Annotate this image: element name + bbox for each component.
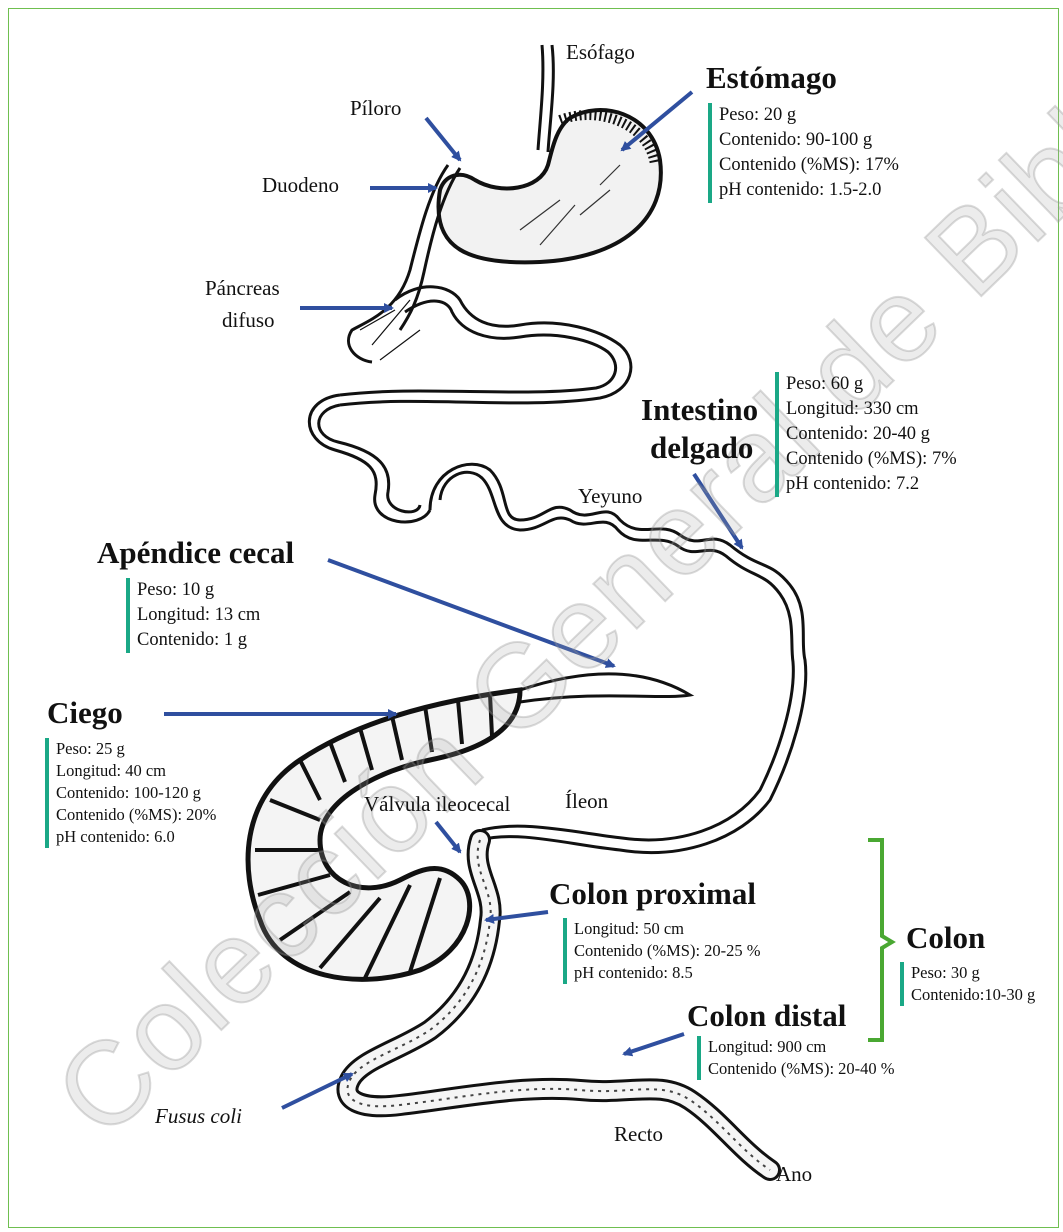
info-line: Contenido: 1 g	[137, 628, 260, 653]
info-line: Longitud: 40 cm	[56, 760, 216, 782]
info-line: Longitud: 900 cm	[708, 1036, 895, 1058]
info-line: Peso: 30 g	[911, 962, 1035, 984]
title-ciego: Ciego	[47, 695, 123, 731]
info-line: Contenido: 20-40 g	[786, 422, 957, 447]
esophagus-drawing	[538, 45, 553, 152]
title-colon-proximal: Colon proximal	[549, 876, 756, 912]
label-piloro: Píloro	[350, 96, 401, 121]
info-line: Longitud: 330 cm	[786, 397, 957, 422]
info-line: Peso: 20 g	[719, 103, 899, 128]
info-line: pH contenido: 6.0	[56, 826, 216, 848]
colon-bracket	[868, 840, 892, 1040]
info-intestino-delgado: Peso: 60 g Longitud: 330 cm Contenido: 2…	[775, 372, 957, 497]
info-line: Peso: 25 g	[56, 738, 216, 760]
label-pancreas-line1: Páncreas	[205, 276, 280, 301]
info-line: Contenido (%MS): 7%	[786, 447, 957, 472]
title-estomago: Estómago	[706, 60, 837, 96]
info-line: pH contenido: 1.5-2.0	[719, 178, 899, 203]
label-valvula-ileocecal: Válvula ileocecal	[364, 792, 510, 817]
info-line: Contenido: 100-120 g	[56, 782, 216, 804]
info-line: Contenido:10-30 g	[911, 984, 1035, 1006]
title-intestino-line2: delgado	[650, 430, 753, 466]
info-colon-proximal: Longitud: 50 cm Contenido (%MS): 20-25 %…	[563, 918, 761, 984]
arrow-colon-distal	[624, 1034, 684, 1054]
label-fusus-coli: Fusus coli	[155, 1104, 242, 1129]
info-line: Contenido (%MS): 20-40 %	[708, 1058, 895, 1080]
info-line: Contenido (%MS): 20%	[56, 804, 216, 826]
info-line: Contenido (%MS): 17%	[719, 153, 899, 178]
label-pancreas-line2: difuso	[222, 308, 275, 333]
info-line: pH contenido: 8.5	[574, 962, 761, 984]
info-line: pH contenido: 7.2	[786, 472, 957, 497]
label-ileon: Íleon	[565, 789, 608, 814]
label-duodeno: Duodeno	[262, 173, 339, 198]
label-yeyuno: Yeyuno	[578, 484, 642, 509]
label-recto: Recto	[614, 1122, 663, 1147]
info-line: Contenido (%MS): 20-25 %	[574, 940, 761, 962]
info-estomago: Peso: 20 g Contenido: 90-100 g Contenido…	[708, 103, 899, 203]
info-line: Peso: 60 g	[786, 372, 957, 397]
info-line: Longitud: 13 cm	[137, 603, 260, 628]
label-ano: Ano	[776, 1162, 812, 1187]
title-colon-distal: Colon distal	[687, 998, 846, 1034]
info-colon: Peso: 30 g Contenido:10-30 g	[900, 962, 1035, 1006]
title-intestino-line1: Intestino	[641, 392, 758, 428]
label-esofago: Esófago	[566, 40, 635, 65]
info-ciego: Peso: 25 g Longitud: 40 cm Contenido: 10…	[45, 738, 216, 848]
info-apendice-cecal: Peso: 10 g Longitud: 13 cm Contenido: 1 …	[126, 578, 260, 653]
info-line: Contenido: 90-100 g	[719, 128, 899, 153]
info-line: Longitud: 50 cm	[574, 918, 761, 940]
title-apendice-cecal: Apéndice cecal	[97, 535, 294, 571]
info-colon-distal: Longitud: 900 cm Contenido (%MS): 20-40 …	[697, 1036, 895, 1080]
arrow-piloro	[426, 118, 460, 160]
info-line: Peso: 10 g	[137, 578, 260, 603]
title-colon: Colon	[906, 920, 985, 956]
